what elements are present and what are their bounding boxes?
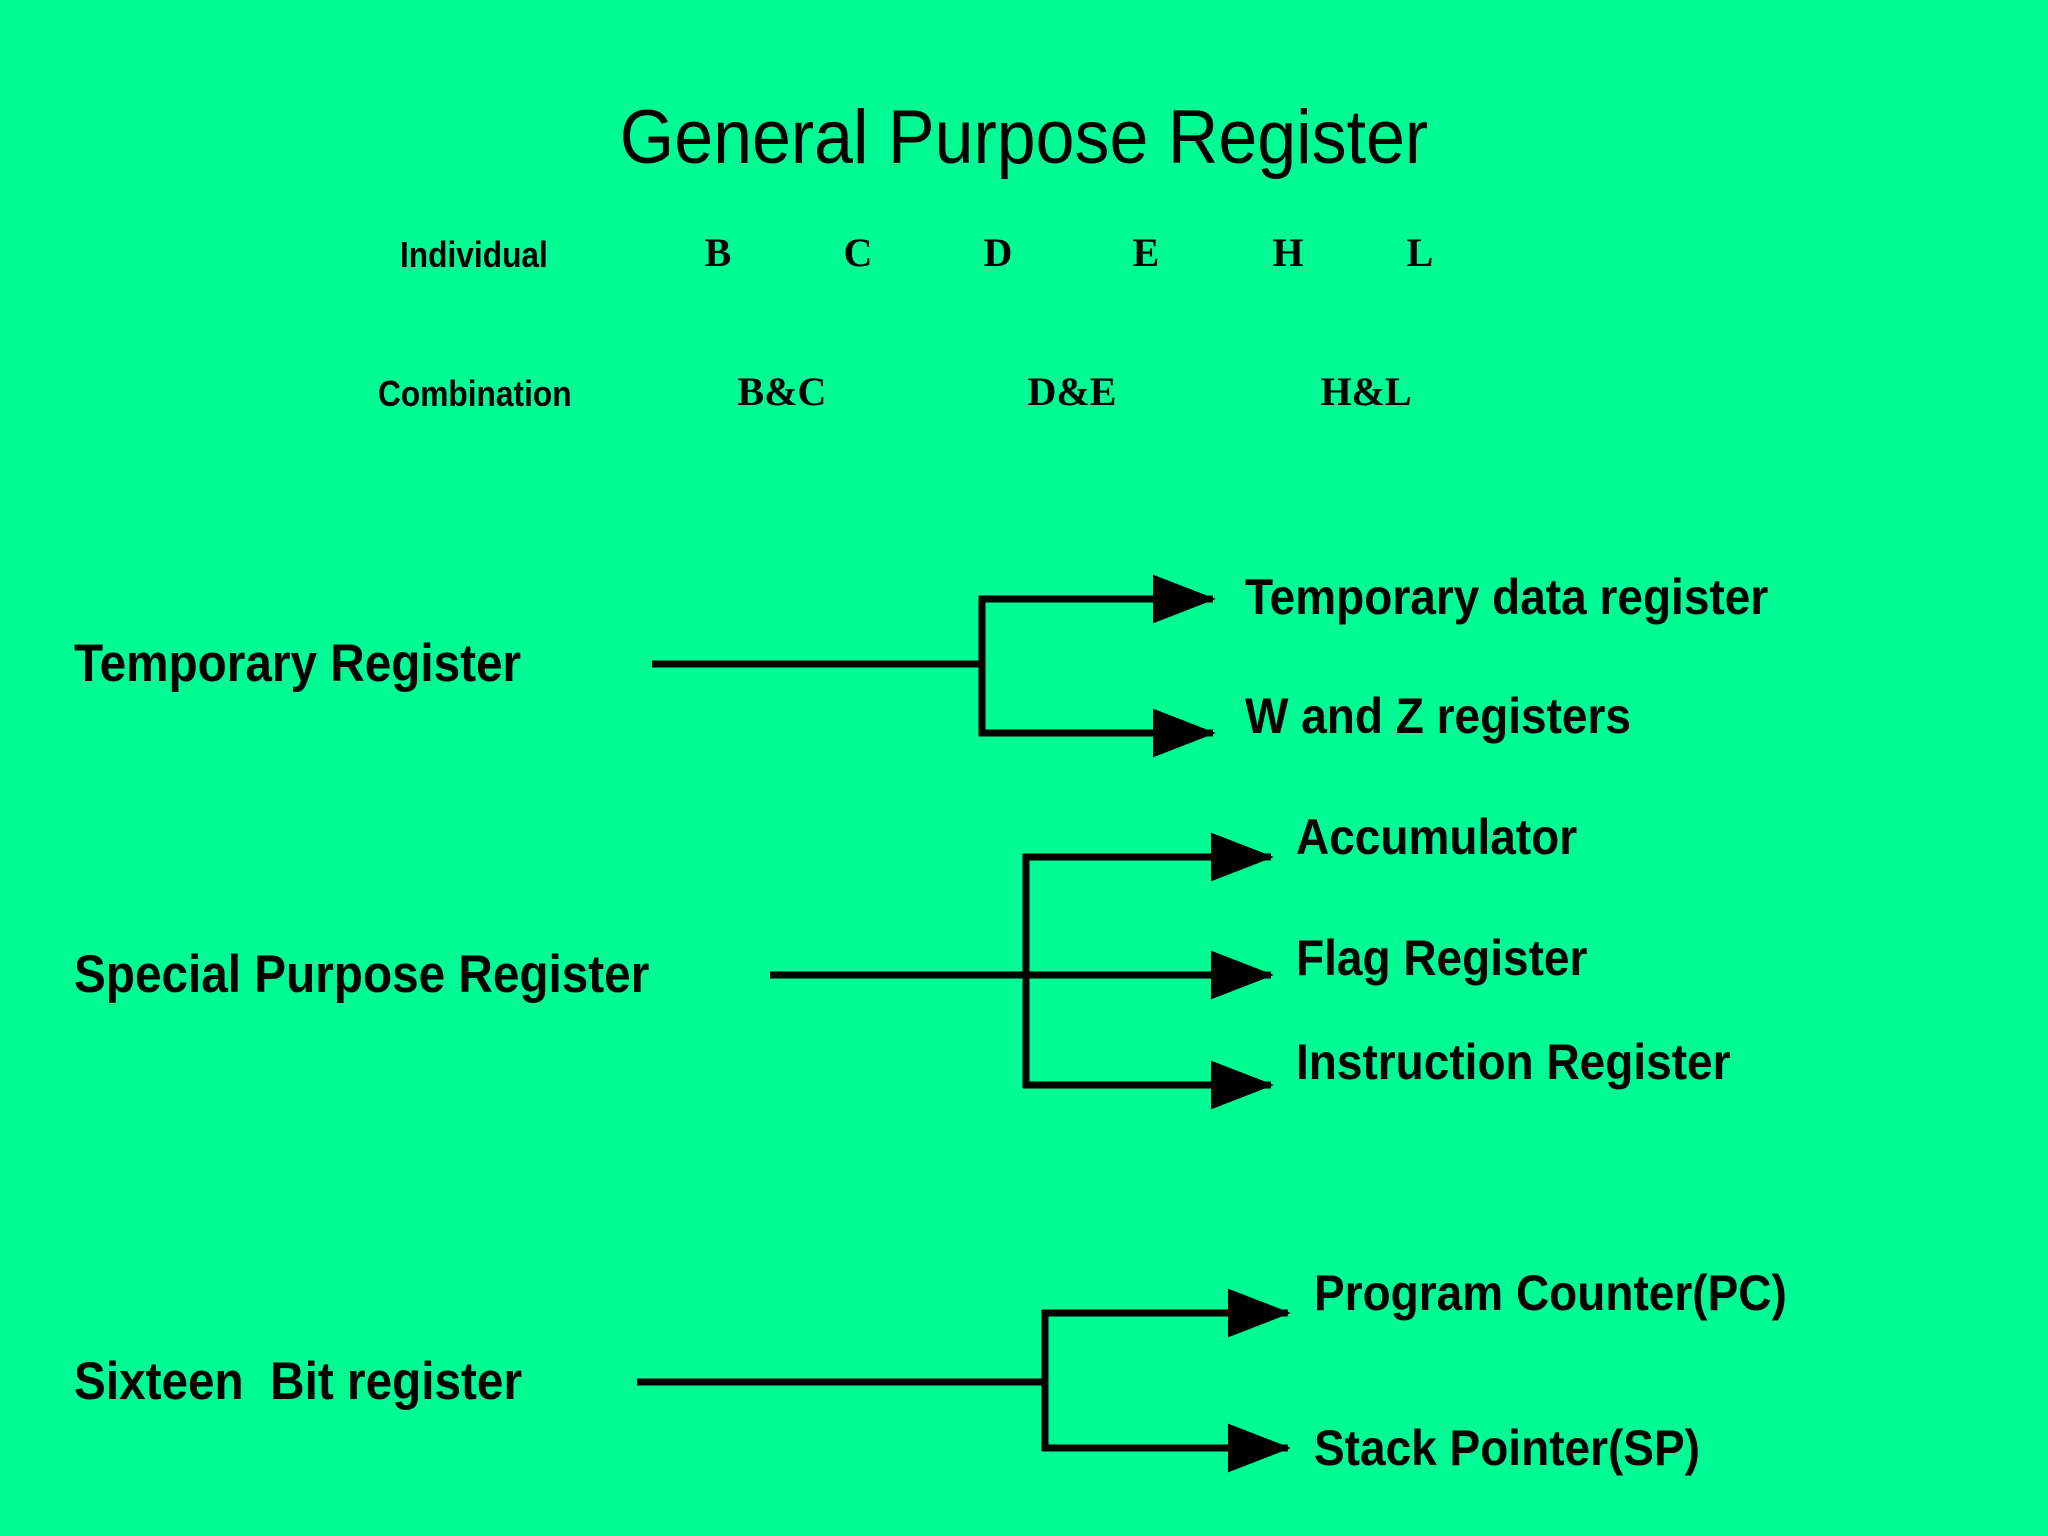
branch-target-accumulator: Accumulator — [1296, 809, 1578, 865]
branch-target-w-and-z-registers: W and Z registers — [1245, 688, 1631, 744]
connector-group-sixteen-bit-register — [637, 1288, 1291, 1473]
row-label-combination: Combination — [378, 373, 572, 414]
connector-group-special-purpose-register — [770, 832, 1274, 1110]
register-item-c: C — [843, 230, 873, 275]
register-pair-hl: H&L — [1320, 369, 1412, 414]
register-item-b: B — [704, 230, 732, 275]
branch-source-special-purpose-register: Special Purpose Register — [74, 945, 650, 1004]
branch-source-sixteen-bit-register: Sixteen Bit register — [74, 1352, 523, 1411]
register-item-e: E — [1132, 230, 1160, 275]
register-pair-de: D&E — [1027, 369, 1117, 414]
branch-target-program-counter: Program Counter(PC) — [1314, 1265, 1787, 1321]
branch-target-flag-register: Flag Register — [1296, 930, 1588, 986]
register-item-l: L — [1406, 230, 1434, 275]
branch-target-temporary-data-register: Temporary data register — [1245, 569, 1769, 625]
branch-source-temporary-register: Temporary Register — [74, 634, 522, 693]
branch-target-stack-pointer: Stack Pointer(SP) — [1314, 1420, 1700, 1476]
register-item-h: H — [1272, 230, 1304, 275]
branch-target-instruction-register: Instruction Register — [1296, 1034, 1731, 1090]
register-item-d: D — [983, 230, 1013, 275]
connector-group-temporary-register — [652, 574, 1216, 758]
row-label-individual: Individual — [400, 234, 548, 275]
register-pair-bc: B&C — [737, 369, 827, 414]
page-title: General Purpose Register — [619, 95, 1429, 180]
